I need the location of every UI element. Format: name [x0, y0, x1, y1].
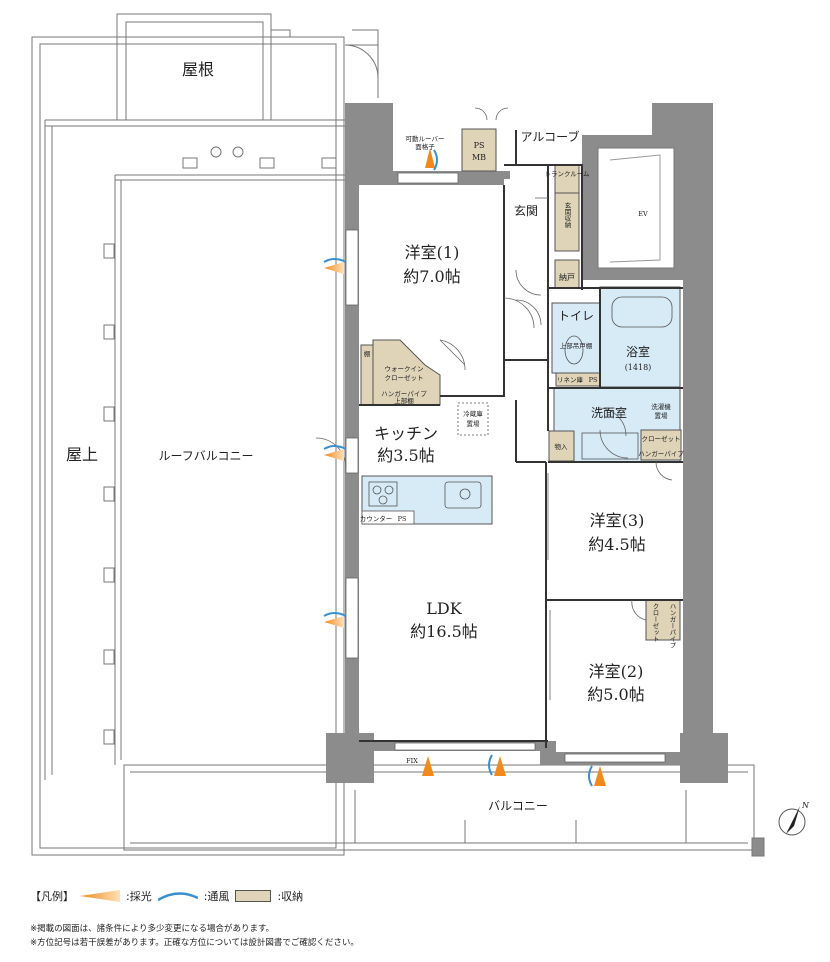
- fridge-label-2: 置場: [467, 419, 481, 428]
- hanger-v-label: ハンガーパイプ: [668, 603, 676, 649]
- legend: 【凡例】 :採光 :通風 :収納: [30, 888, 303, 904]
- ev-shaft: [582, 135, 687, 280]
- north-arrow: N: [778, 801, 810, 836]
- ev-label: EV: [638, 210, 648, 218]
- kitchen-size: 約3.5帖: [377, 446, 434, 465]
- room-labels: 屋根 屋上 ルーフバルコニー アルコーブ 可動ルーバー 面格子 PS MB トラ…: [66, 60, 684, 813]
- western2-size: 約5.0帖: [587, 685, 644, 704]
- rooftop-label: 屋上: [66, 445, 98, 464]
- bath-name: 浴室: [626, 344, 650, 359]
- storage-label: 物入: [555, 442, 569, 451]
- ps-small-label: PS: [589, 376, 598, 384]
- hanger-shelf-label-1: ハンガーパイプ: [381, 389, 427, 398]
- upper-cabinet-label: 上部吊戸棚: [560, 341, 593, 350]
- walkin-label-2: クローゼット: [385, 373, 424, 382]
- light-arrow-icon: [80, 890, 120, 902]
- balcony-label: バルコニー: [488, 799, 548, 813]
- light-indicators: [324, 148, 606, 786]
- closet-v-label: クローゼット: [651, 603, 659, 643]
- louver-label-2: 面格子: [415, 142, 435, 151]
- western3-name: 洋室(3): [590, 511, 645, 530]
- note-2: ※方位記号は若干誤差があります。正確な方位については設計図書でご確認ください。: [30, 938, 359, 948]
- fix-label: FIX: [406, 757, 418, 765]
- legend-storage: :収納: [277, 890, 304, 903]
- legend-light: :採光: [126, 890, 152, 903]
- interior-walls: [359, 130, 683, 748]
- ldk-name: LDK: [426, 599, 462, 618]
- roof-label: 屋根: [182, 60, 214, 79]
- washroom-label: 洗面室: [591, 405, 627, 420]
- washer-label-2: 置場: [655, 411, 669, 420]
- windows: [345, 172, 666, 763]
- entrance-storage-label: 玄関収納: [563, 201, 571, 230]
- fridge-label-1: 冷蔵庫: [463, 409, 483, 418]
- walkin-label-1: ウォークイン: [385, 365, 424, 373]
- ps-mb-label-1: PS: [474, 141, 485, 150]
- ldk-size: 約16.5帖: [410, 622, 478, 641]
- storage-areas: [360, 128, 682, 641]
- closet-label: クローゼット: [642, 434, 681, 443]
- legend-title: 【凡例】: [30, 890, 74, 903]
- note-1: ※掲載の図面は、諸条件により多少変更になる場合があります。: [30, 924, 275, 934]
- hanger-pipe-label: ハンガーパイプ: [638, 449, 684, 458]
- hanger-shelf-label-2: 上部棚: [394, 396, 414, 405]
- trunk-room-label: トランクルーム: [544, 170, 590, 178]
- kitchen-fixtures: [361, 296, 673, 525]
- western2-name: 洋室(2): [589, 662, 644, 681]
- alcove-label: アルコーブ: [521, 129, 580, 144]
- wind-arrow-icon: [157, 892, 198, 902]
- pantry-label: 納戸: [559, 272, 575, 282]
- roof-block: [116, 13, 379, 121]
- trunk-room-text: トランクルーム: [544, 170, 590, 178]
- louver-label-1: 可動ルーバー: [406, 134, 445, 143]
- shelf-label: 棚: [364, 349, 371, 358]
- ps-counter-label: PS: [398, 515, 407, 523]
- north-label: N: [801, 801, 810, 810]
- door-swings: [315, 107, 673, 700]
- wind-indicators: [323, 149, 593, 787]
- counter-label: カウンター: [360, 514, 393, 523]
- linen-label: リネン庫: [557, 375, 584, 384]
- roof-balcony-label: ルーフバルコニー: [158, 449, 253, 463]
- western3-size: 約4.5帖: [588, 535, 645, 554]
- kitchen-name: キッチン: [374, 424, 438, 443]
- entrance-label: 玄関: [514, 203, 538, 218]
- bath-size: (1418): [625, 363, 652, 372]
- western1-size: 約7.0帖: [403, 267, 460, 286]
- ps-mb-label-2: MB: [472, 153, 486, 162]
- storage-swatch: [235, 890, 272, 902]
- washer-label-1: 洗濯機: [651, 402, 671, 411]
- toilet-label: トイレ: [558, 309, 594, 323]
- legend-wind: :通風: [203, 890, 230, 903]
- western1-name: 洋室(1): [405, 243, 460, 262]
- rooftop-posts: [103, 146, 337, 745]
- roof-balcony-outline: [31, 36, 345, 856]
- balcony-outline: [123, 764, 765, 857]
